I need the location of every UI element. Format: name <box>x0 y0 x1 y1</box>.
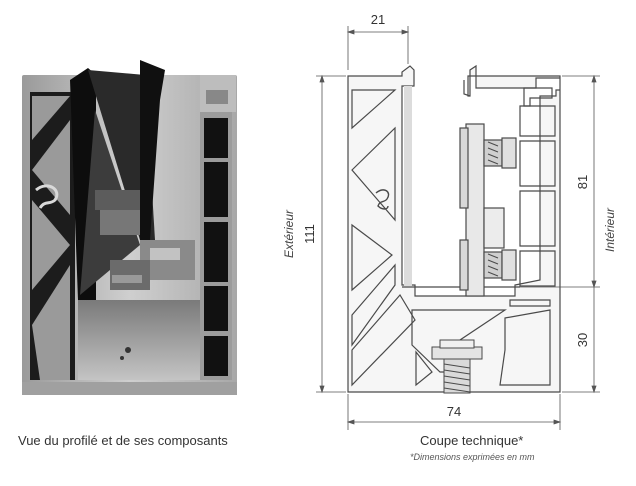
dimensions-note: *Dimensions exprimées en mm <box>410 452 535 462</box>
clamp-assembly <box>404 86 517 297</box>
dim-inner-lower: 30 <box>575 333 590 347</box>
base-bolt <box>431 339 483 394</box>
dim-inner-upper: 81 <box>575 175 590 189</box>
label-exterior: Extérieur <box>282 209 296 258</box>
label-interior: Intérieur <box>603 207 617 252</box>
section-caption: Coupe technique* <box>420 433 524 448</box>
dim-top-width: 21 <box>371 12 385 27</box>
photo-caption: Vue du profilé et de ses composants <box>18 433 228 448</box>
dim-total-height: 111 <box>302 224 317 244</box>
technical-section <box>347 64 561 393</box>
profile-photo <box>22 60 237 395</box>
profile-outline <box>347 64 561 393</box>
photo-components <box>95 190 195 290</box>
dimension-lines <box>316 26 600 430</box>
dim-base-width: 74 <box>447 404 461 419</box>
